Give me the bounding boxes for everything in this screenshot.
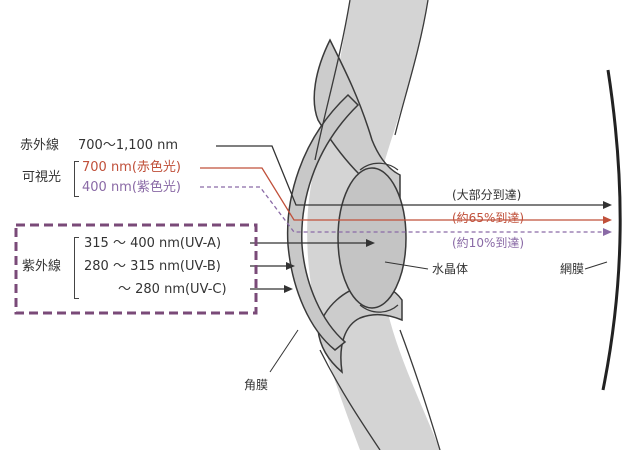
visible-light-name: 可視光 <box>22 170 61 185</box>
retina-leader-line <box>585 262 607 269</box>
lens-label: 水晶体 <box>432 262 468 277</box>
violet-light-arrowhead <box>603 228 612 236</box>
most-reach-label: (大部分到達) <box>452 188 521 203</box>
reach-10-label: (約10%到達) <box>452 236 524 251</box>
red-light-arrowhead <box>603 216 612 224</box>
visible-red-label: 700 nm(赤色光) <box>82 160 181 175</box>
uv-bracket <box>74 237 79 299</box>
uv-c-arrowhead <box>284 285 293 293</box>
crystalline-lens-shape <box>338 168 406 308</box>
uv-a-label: 315 ～ 400 nm(UV-A) <box>84 236 221 251</box>
infrared-arrowhead <box>603 201 612 209</box>
uv-c-label: ～ 280 nm(UV-C) <box>118 282 227 297</box>
infrared-ray <box>216 146 603 205</box>
cornea-label: 角膜 <box>244 378 268 393</box>
visible-light-bracket <box>74 161 79 197</box>
uv-b-label: 280 ～ 315 nm(UV-B) <box>84 259 221 274</box>
infrared-name: 赤外線 <box>20 138 59 153</box>
visible-violet-label: 400 nm(紫色光) <box>82 180 181 195</box>
retina-label: 網膜 <box>560 262 584 277</box>
infrared-range: 700～1,100 nm <box>78 138 178 153</box>
uv-name: 紫外線 <box>22 259 61 274</box>
cornea-leader-line <box>270 330 298 372</box>
reach-65-label: (約65%到達) <box>452 211 524 226</box>
